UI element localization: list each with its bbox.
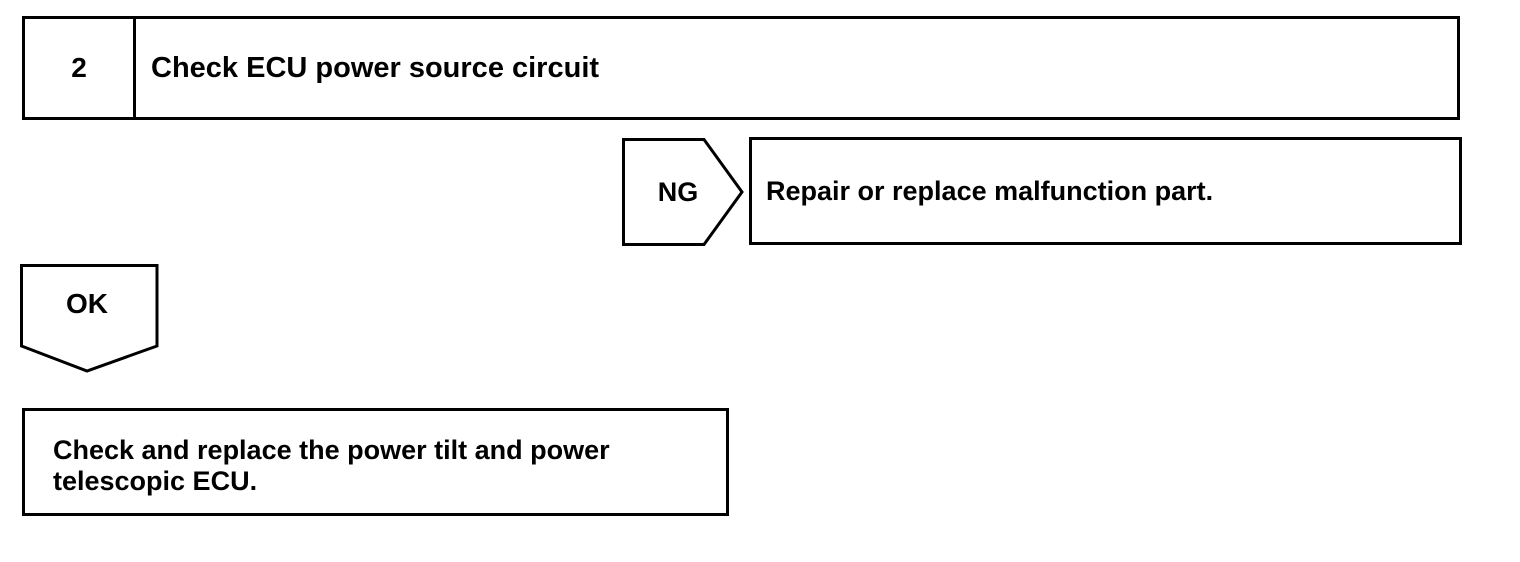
ng-label: NG — [657, 176, 699, 207]
ng-action-box: Repair or replace malfunction part. — [749, 137, 1462, 245]
final-action-line-2: telescopic ECU. — [53, 466, 258, 496]
step-number: 2 — [25, 19, 136, 117]
step-title: Check ECU power source circuit — [151, 51, 600, 84]
final-action-line-1: Check and replace the power tilt and pow… — [53, 435, 610, 465]
ok-label: OK — [66, 288, 108, 319]
step-box: 2 Check ECU power source circuit — [22, 16, 1460, 120]
ng-arrow-tag: NG — [622, 138, 746, 246]
final-action-box: Check and replace the power tilt and pow… — [22, 408, 729, 516]
ng-arrow-shape — [622, 138, 744, 246]
ok-arrow-tag: OK — [20, 264, 160, 374]
ok-arrow-shape — [20, 264, 159, 373]
